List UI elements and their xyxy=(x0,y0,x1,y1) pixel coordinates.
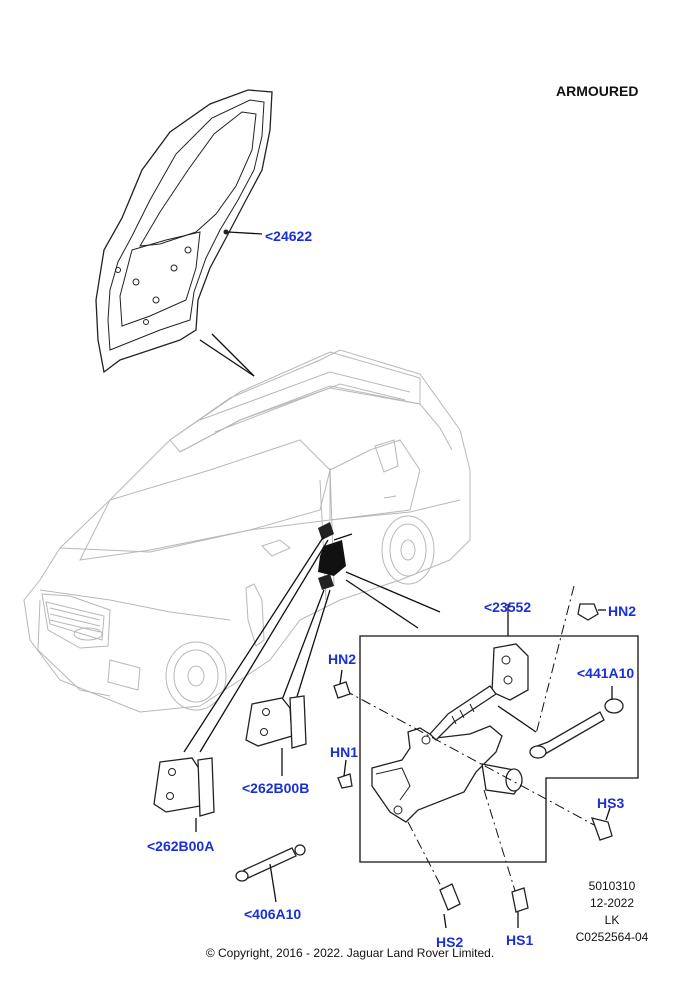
callout-nut-hn2-left[interactable]: HN2 xyxy=(328,651,357,667)
callout-link-406a10[interactable]: <406A10 xyxy=(244,906,302,922)
assembly-centerlines xyxy=(343,585,597,895)
fasteners xyxy=(333,603,613,913)
callout-link-441a10[interactable]: <441A10 xyxy=(577,665,635,681)
drawing-info: 5010310 12-2022 LK C0252564-04 xyxy=(552,878,672,946)
variant-label: ARMOURED xyxy=(556,83,639,99)
callout-door-24622[interactable]: <24622 xyxy=(265,228,313,244)
callout-screw-hs3[interactable]: HS3 xyxy=(597,795,625,811)
pillar-hardware xyxy=(318,522,353,590)
drawing-initials: LK xyxy=(604,913,620,927)
hinge-leader-lines xyxy=(183,535,441,753)
rear-door-panel xyxy=(95,89,273,374)
actuator-bracket xyxy=(371,725,523,823)
link-rod-406a10 xyxy=(235,844,306,903)
drawing-number: 5010310 xyxy=(588,879,636,893)
actuator-rod xyxy=(429,643,529,741)
drawing-code: C0252564-04 xyxy=(575,930,649,944)
link-rod-441a10 xyxy=(529,686,624,759)
callout-leaders xyxy=(195,604,611,929)
hinge-262b00a xyxy=(153,757,215,817)
callout-hinge-262b00a[interactable]: <262B00A xyxy=(147,838,215,854)
callout-actuator-23552[interactable]: <23552 xyxy=(484,599,532,615)
callout-nut-hn1[interactable]: HN1 xyxy=(330,744,359,760)
callout-screw-hs2[interactable]: HS2 xyxy=(436,934,464,950)
actuator-box xyxy=(359,620,639,863)
copyright-notice: © Copyright, 2016 - 2022. Jaguar Land Ro… xyxy=(205,946,495,960)
callout-hinge-262b00b[interactable]: <262B00B xyxy=(242,780,310,796)
hinge-262b00b xyxy=(245,695,307,749)
door-leader-lines xyxy=(199,333,255,377)
callout-nut-hn2-top[interactable]: HN2 xyxy=(608,603,637,619)
callout-screw-hs1[interactable]: HS1 xyxy=(506,932,534,948)
vehicle-outline xyxy=(23,349,471,713)
drawing-date: 12-2022 xyxy=(589,896,635,910)
